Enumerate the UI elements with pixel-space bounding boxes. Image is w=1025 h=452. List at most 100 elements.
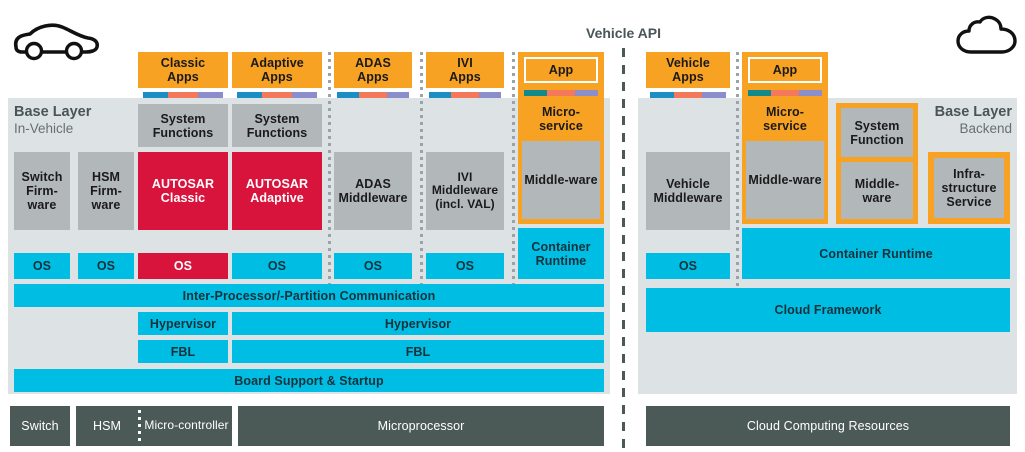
infrastructure-line2: structure bbox=[941, 181, 997, 195]
left-microservice-app-box[interactable]: App bbox=[524, 57, 598, 83]
board-support-label: Board Support & Startup bbox=[234, 373, 384, 388]
switch-os-label: OS bbox=[32, 259, 52, 273]
right-container-runtime-band[interactable]: Container Runtime bbox=[742, 228, 1010, 279]
column-divider-2 bbox=[420, 52, 423, 292]
classic-apps-box[interactable]: Classic Apps bbox=[138, 52, 228, 88]
right-microservice-middleware-label: Middle-ware bbox=[748, 173, 822, 187]
right-microservice-label: Micro- service bbox=[748, 100, 822, 138]
hw-cloud-resources-box[interactable]: Cloud Computing Resources bbox=[646, 406, 1010, 446]
autosar-classic-line2: Classic bbox=[160, 191, 206, 205]
system-function-middleware-box[interactable]: Middle-ware bbox=[841, 162, 913, 219]
classic-apps-line1: Classic bbox=[160, 56, 206, 70]
service-bar-ivi bbox=[429, 92, 501, 98]
left-microservice-label: Micro- service bbox=[524, 100, 598, 138]
hw-switch-label: Switch bbox=[21, 419, 59, 433]
ivi-middleware-line1: IVI bbox=[457, 169, 473, 184]
adaptive-system-line2: Functions bbox=[246, 125, 308, 140]
ipc-label: Inter-Processor/-Partition Communication bbox=[182, 288, 436, 303]
ipc-band[interactable]: Inter-Processor/-Partition Communication bbox=[14, 284, 604, 307]
hsm-os-box[interactable]: OS bbox=[78, 253, 134, 279]
autosar-classic-box[interactable]: AUTOSAR Classic bbox=[138, 152, 228, 230]
hw-hsm-label: HSM bbox=[92, 419, 122, 433]
adaptive-os-box[interactable]: OS bbox=[232, 253, 322, 279]
panel-separator bbox=[622, 48, 625, 448]
classic-apps-line2: Apps bbox=[167, 70, 199, 84]
left-microservice-middleware-box[interactable]: Middle-ware bbox=[522, 141, 600, 219]
vehicle-middleware-line1: Vehicle bbox=[666, 177, 710, 191]
infrastructure-service-box[interactable]: Infra- structure Service bbox=[934, 158, 1004, 218]
hsm-firmware-box[interactable]: HSM Firm- ware bbox=[78, 152, 134, 230]
board-support-band[interactable]: Board Support & Startup bbox=[14, 369, 604, 392]
car-icon bbox=[8, 18, 100, 62]
right-column-divider-1 bbox=[736, 52, 739, 292]
column-divider-1 bbox=[328, 52, 331, 292]
autosar-adaptive-box[interactable]: AUTOSAR Adaptive bbox=[232, 152, 322, 230]
adas-os-box[interactable]: OS bbox=[334, 253, 412, 279]
service-bar-right-microservice bbox=[748, 90, 822, 96]
system-function-middleware-label: Middle-ware bbox=[854, 176, 900, 205]
infrastructure-line1: Infra- bbox=[953, 167, 985, 181]
left-microservice-line2: service bbox=[539, 119, 583, 133]
infrastructure-line3: Service bbox=[946, 195, 992, 209]
left-panel-label-main: Base Layer bbox=[14, 104, 92, 120]
fbl-small-label: FBL bbox=[170, 344, 196, 359]
hypervisor-large-band[interactable]: Hypervisor bbox=[232, 312, 604, 335]
ivi-apps-box[interactable]: IVI Apps bbox=[426, 52, 504, 88]
classic-system-line1: System bbox=[160, 111, 206, 126]
hw-divider bbox=[138, 410, 141, 442]
hypervisor-large-label: Hypervisor bbox=[384, 316, 452, 331]
fbl-large-band[interactable]: FBL bbox=[232, 340, 604, 363]
switch-os-box[interactable]: OS bbox=[14, 253, 70, 279]
column-divider-3 bbox=[512, 52, 515, 292]
fbl-small-band[interactable]: FBL bbox=[138, 340, 228, 363]
autosar-classic-line1: AUTOSAR bbox=[151, 177, 215, 191]
left-container-runtime-box[interactable]: Container Runtime bbox=[518, 228, 604, 279]
adas-middleware-line2: Middleware bbox=[338, 191, 408, 205]
vehicle-os-box[interactable]: OS bbox=[646, 253, 730, 279]
autosar-adaptive-line2: Adaptive bbox=[250, 191, 304, 205]
vehicle-apps-line2: Apps bbox=[672, 70, 704, 84]
vehicle-middleware-box[interactable]: Vehicle Middleware bbox=[646, 152, 730, 230]
service-bar-adas bbox=[337, 92, 409, 98]
ivi-apps-line1: IVI bbox=[457, 56, 473, 70]
ivi-apps-line2: Apps bbox=[449, 70, 481, 84]
vehicle-apps-box[interactable]: Vehicle Apps bbox=[646, 52, 730, 88]
ivi-middleware-line2: Middleware bbox=[431, 183, 499, 198]
ivi-middleware-box[interactable]: IVI Middleware (incl. VAL) bbox=[426, 152, 504, 230]
ivi-os-box[interactable]: OS bbox=[426, 253, 504, 279]
cloud-icon bbox=[955, 14, 1019, 58]
classic-system-functions-box[interactable]: System Functions bbox=[138, 104, 228, 147]
hw-switch-box[interactable]: Switch bbox=[10, 406, 70, 446]
left-container-runtime-line2: Runtime bbox=[535, 253, 587, 268]
hsm-firmware-line1: HSM bbox=[91, 170, 121, 184]
right-microservice-line1: Micro- bbox=[765, 105, 805, 119]
cloud-framework-label: Cloud Framework bbox=[774, 303, 882, 317]
hw-microprocessor-box[interactable]: Microprocessor bbox=[238, 406, 604, 446]
adas-middleware-box[interactable]: ADAS Middleware bbox=[334, 152, 412, 230]
switch-firmware-box[interactable]: Switch Firm- ware bbox=[14, 152, 70, 230]
ivi-middleware-line3: (incl. VAL) bbox=[435, 196, 495, 211]
left-microservice-line1: Micro- bbox=[541, 105, 581, 119]
adaptive-system-functions-box[interactable]: System Functions bbox=[232, 104, 322, 147]
right-microservice-app-box[interactable]: App bbox=[748, 57, 822, 83]
adas-apps-box[interactable]: ADAS Apps bbox=[334, 52, 412, 88]
classic-os-box[interactable]: OS bbox=[138, 253, 228, 279]
adas-os-label: OS bbox=[363, 259, 383, 273]
right-microservice-middleware-box[interactable]: Middle-ware bbox=[746, 141, 824, 219]
cloud-framework-band[interactable]: Cloud Framework bbox=[646, 288, 1010, 332]
hw-microcontroller-label-wrap: Micro-controller bbox=[141, 406, 232, 446]
autosar-adaptive-line1: AUTOSAR bbox=[245, 177, 309, 191]
adaptive-system-line1: System bbox=[254, 111, 300, 126]
system-function-box[interactable]: System Function bbox=[841, 108, 913, 157]
hw-microcontroller-label: Micro-controller bbox=[144, 418, 229, 433]
system-function-line2: Function bbox=[850, 132, 904, 147]
hw-hsm-label-wrap: HSM bbox=[76, 406, 138, 446]
switch-firmware-line2: Firm- bbox=[26, 184, 58, 198]
adaptive-apps-box[interactable]: Adaptive Apps bbox=[232, 52, 322, 88]
hypervisor-small-band[interactable]: Hypervisor bbox=[138, 312, 228, 335]
switch-firmware-line1: Switch bbox=[21, 170, 63, 184]
right-microservice-line2: service bbox=[763, 119, 807, 133]
hw-hsm-microcontroller-box[interactable] bbox=[76, 406, 232, 446]
adaptive-apps-label: Adaptive Apps bbox=[250, 56, 304, 84]
service-bar-classic bbox=[143, 92, 223, 98]
